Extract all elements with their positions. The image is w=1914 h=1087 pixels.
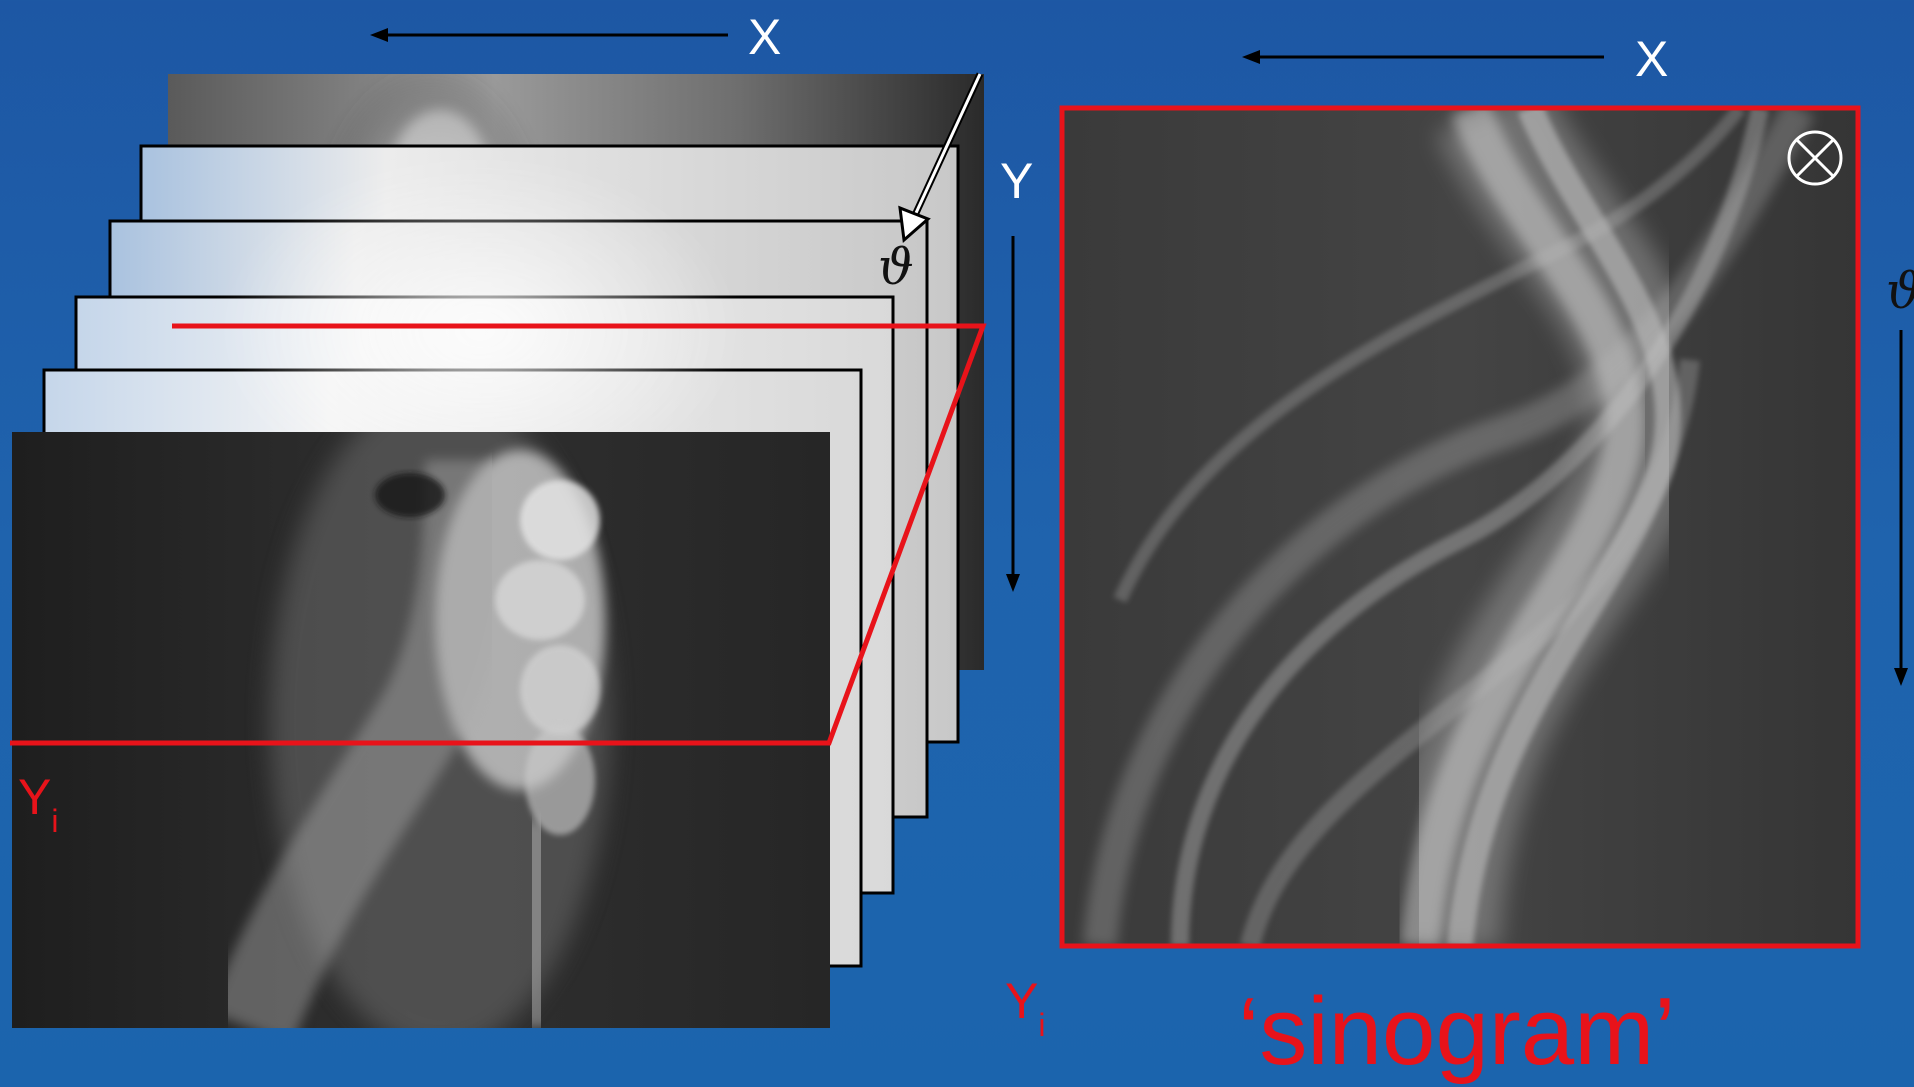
theta-arrow-right (1894, 330, 1908, 686)
x-arrow-left (370, 28, 728, 42)
x-label-left: X (748, 12, 781, 62)
yi-label-mid: Yi (1005, 976, 1045, 1026)
yi-mid-main: Y (1005, 973, 1038, 1029)
x-arrow-right (1242, 50, 1604, 64)
y-arrow (1006, 236, 1020, 592)
sinogram-image (1062, 108, 1858, 946)
yi-left-sub: i (51, 803, 58, 839)
yi-mid-sub: i (1038, 1007, 1045, 1043)
yi-label-left: Yi (18, 772, 58, 822)
yi-left-main: Y (18, 769, 51, 825)
x-label-right: X (1635, 34, 1668, 84)
y-label: Y (1000, 156, 1033, 206)
theta-label-stack: ϑ (878, 242, 914, 292)
sinogram-caption: ‘sinogram’ (1238, 984, 1675, 1080)
theta-label-right: ϑ (1886, 266, 1914, 316)
projection-front (12, 390, 830, 1050)
